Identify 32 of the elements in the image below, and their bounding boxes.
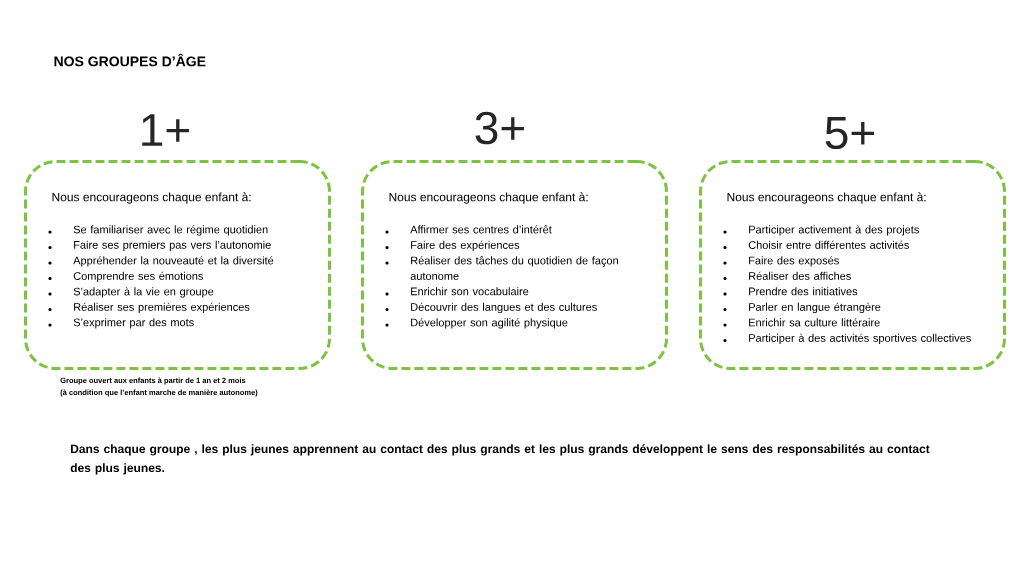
age-heading: 1+ <box>142 114 189 146</box>
intro-text: Nous encourageons chaque enfant à: <box>52 192 251 204</box>
bullet-item: Découvrir des langues et des cultures <box>385 302 597 314</box>
group-box <box>699 116 1006 370</box>
bullet-item: Comprendre ses émotions <box>48 271 203 283</box>
group-box <box>24 114 331 370</box>
bullet-item: Prendre des initiatives <box>723 287 858 296</box>
bullet-item: Choisir entre différentes activités <box>723 240 909 250</box>
title: NOS GROUPES D’ÂGE <box>54 53 206 67</box>
age-heading: 5+ <box>825 116 874 150</box>
bullet-item: Enrichir son vocabulaire <box>385 287 529 296</box>
bullet-item: Enrichir sa culture littéraire <box>723 318 880 327</box>
bullet-item: Participer à des activités sportives collectives <box>723 333 971 345</box>
bullet-item: Réaliser ses premières expériences <box>48 302 250 314</box>
bullet-item: Faire des exposés <box>723 256 839 267</box>
bullet-item: Appréhender la nouveauté et la diversité <box>48 256 274 267</box>
age-heading: 3+ <box>475 111 524 145</box>
bullet-item: Faire ses premiers pas vers l’autonomie <box>48 240 271 251</box>
bullet-item: Se familiariser avec le régime quotidien <box>48 225 268 236</box>
bullet-item: S’exprimer par des mots <box>48 318 194 329</box>
bullet-item: Réaliser des affiches <box>723 271 851 281</box>
bullet-item: Affirmer ses centres d’intérêt <box>385 225 552 234</box>
group-box <box>361 111 668 370</box>
bullet-item: S’adapter à la vie en groupe <box>48 287 214 298</box>
intro-text: Nous encourageons chaque enfant à: <box>389 192 588 204</box>
bullet-item: Réaliser des tâches du quotidien de façon autonome <box>385 256 618 280</box>
bullet-item: Développer son agilité physique <box>385 318 568 329</box>
bullet-item: Parler en langue étrangère <box>723 302 881 314</box>
summary-text: Dans chaque groupe , les plus jeunes apprennent au contact des plus grands et les plus grands développent le sens des responsabilités au contact des plus jeunes. <box>70 444 930 475</box>
bullet-item: Participer activement à des projets <box>723 225 919 236</box>
intro-text: Nous encourageons chaque enfant à: <box>727 192 926 204</box>
bullet-item: Faire des expériences <box>385 240 520 252</box>
